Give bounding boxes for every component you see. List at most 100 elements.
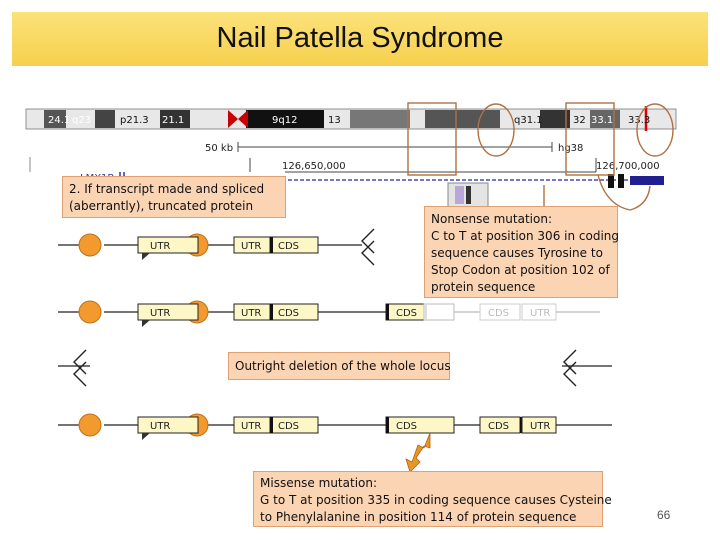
callout-line: G to T at position 335 in coding sequenc… <box>260 493 612 507</box>
page-number: 66 <box>657 508 671 522</box>
callout-line: (aberrantly), truncated protein <box>69 199 254 213</box>
callout-line: Nonsense mutation: <box>431 212 552 226</box>
break-chevron <box>73 349 87 375</box>
band-label: 24.1 <box>48 115 70 126</box>
outline-circle <box>477 103 515 157</box>
callout-truncated-protein: 2. If transcript made and spliced (aberr… <box>62 176 286 218</box>
exon-wedge <box>142 253 150 260</box>
exon-wedge <box>142 433 150 440</box>
mutation-marker <box>405 432 431 473</box>
faded-exon-edge <box>466 186 471 204</box>
callout-line: C to T at position 306 in coding <box>431 229 620 243</box>
exon-label: UTR <box>150 308 170 319</box>
faded-exon-cds <box>455 186 464 204</box>
cds-exon-faded <box>479 303 521 321</box>
utr-exon <box>137 236 199 254</box>
exon-junction <box>386 417 389 433</box>
callout-line: to Phenylalanine in position 114 of prot… <box>260 510 577 524</box>
exon-label-faded: UTR <box>530 308 550 319</box>
coord-label-right: 126,700,000 <box>596 161 660 172</box>
break-chevron <box>361 228 375 254</box>
transcript-row-2: UTR UTR CDS CDS CDS UTR <box>58 300 600 327</box>
break-chevron <box>361 240 375 266</box>
ideogram-band-dark <box>160 110 190 128</box>
exon-label: UTR <box>241 308 261 319</box>
cds-exon-faded <box>423 303 455 321</box>
assembly-label: hg38 <box>558 143 583 154</box>
transcript-row-4: UTR UTR CDS CDS CDS UTR <box>58 413 612 473</box>
callout-line: sequence causes Tyrosine to <box>431 246 603 260</box>
outline-box <box>565 102 615 176</box>
ideogram-band-dark <box>95 110 115 128</box>
utr-exon <box>137 416 199 434</box>
callout-nonsense-mutation: Nonsense mutation: C to T at position 30… <box>424 206 620 298</box>
utr-exon <box>521 416 557 434</box>
exon-label-faded: CDS <box>488 308 509 319</box>
utr-exon <box>137 303 199 321</box>
outline-arc <box>597 174 651 211</box>
transcript-row-3 <box>58 349 612 387</box>
exon-label: UTR <box>530 421 550 432</box>
exon-label: CDS <box>278 421 299 432</box>
outline-circle <box>636 103 674 157</box>
callout-line: protein sequence <box>431 280 536 294</box>
exon-junction-faded <box>424 304 427 320</box>
band-label: 21.1 <box>162 115 184 126</box>
band-label: 33.3 <box>628 115 650 126</box>
exon-label: CDS <box>396 421 417 432</box>
centromere-marker <box>238 110 248 128</box>
exon-label: UTR <box>150 241 170 252</box>
gene-exon <box>618 174 624 188</box>
outline-box <box>407 102 457 176</box>
gene-exon <box>608 174 614 188</box>
exon-wedge <box>142 320 150 327</box>
slide-title: Nail Patella Syndrome <box>216 22 504 54</box>
callout-line: Stop Codon at position 102 of <box>431 263 610 277</box>
gene-utr-block <box>630 176 664 185</box>
centromere-marker <box>228 110 238 128</box>
ideogram-band-dark <box>590 110 620 128</box>
ideogram-band-dark <box>425 110 500 128</box>
scale-ruler: 50 kb hg38 126,650,000 126,700,000 <box>29 142 660 173</box>
band-label: 32 <box>573 115 586 126</box>
exon-label: CDS <box>396 308 417 319</box>
callout-missense-mutation: Missense mutation: G to T at position 33… <box>253 471 612 527</box>
callout-line: 2. If transcript made and spliced <box>69 182 265 196</box>
exon-junction <box>270 237 273 253</box>
exon-label: UTR <box>241 241 261 252</box>
band-label: p21.3 <box>120 115 149 126</box>
break-chevron <box>563 361 577 387</box>
coord-label-left: 126,650,000 <box>282 161 346 172</box>
scale-label: 50 kb <box>205 143 233 154</box>
promoter-circle <box>78 300 102 324</box>
band-label: q31.1 <box>514 115 543 126</box>
exon-junction <box>386 304 389 320</box>
exon-label: UTR <box>150 421 170 432</box>
break-mark <box>73 349 87 387</box>
title-band <box>12 12 708 66</box>
band-label: q23 <box>72 115 91 126</box>
break-chevron <box>563 349 577 375</box>
band-label: 9q12 <box>272 115 297 126</box>
utr-exon-faded <box>521 303 557 321</box>
callout-line: Missense mutation: <box>260 476 378 490</box>
callout-line: Outright deletion of the whole locus <box>235 359 451 373</box>
ideogram-band-dark <box>540 110 570 128</box>
break-mark <box>563 349 577 387</box>
break-mark <box>361 228 375 266</box>
lightning-bolt-icon <box>405 432 431 473</box>
ideogram-band-dark <box>44 110 66 128</box>
transcript-row-1: UTR UTR CDS <box>58 228 375 266</box>
exon-label: CDS <box>278 308 299 319</box>
exon-label: CDS <box>278 241 299 252</box>
background-outlines <box>407 102 674 212</box>
promoter-circle <box>78 233 102 257</box>
ideogram-band-heterochromatin <box>246 110 324 128</box>
promoter-circle <box>78 413 102 437</box>
exon-junction <box>270 304 273 320</box>
exon-junction <box>270 417 273 433</box>
callout-deletion: Outright deletion of the whole locus <box>228 352 451 380</box>
exon-label: UTR <box>241 421 261 432</box>
